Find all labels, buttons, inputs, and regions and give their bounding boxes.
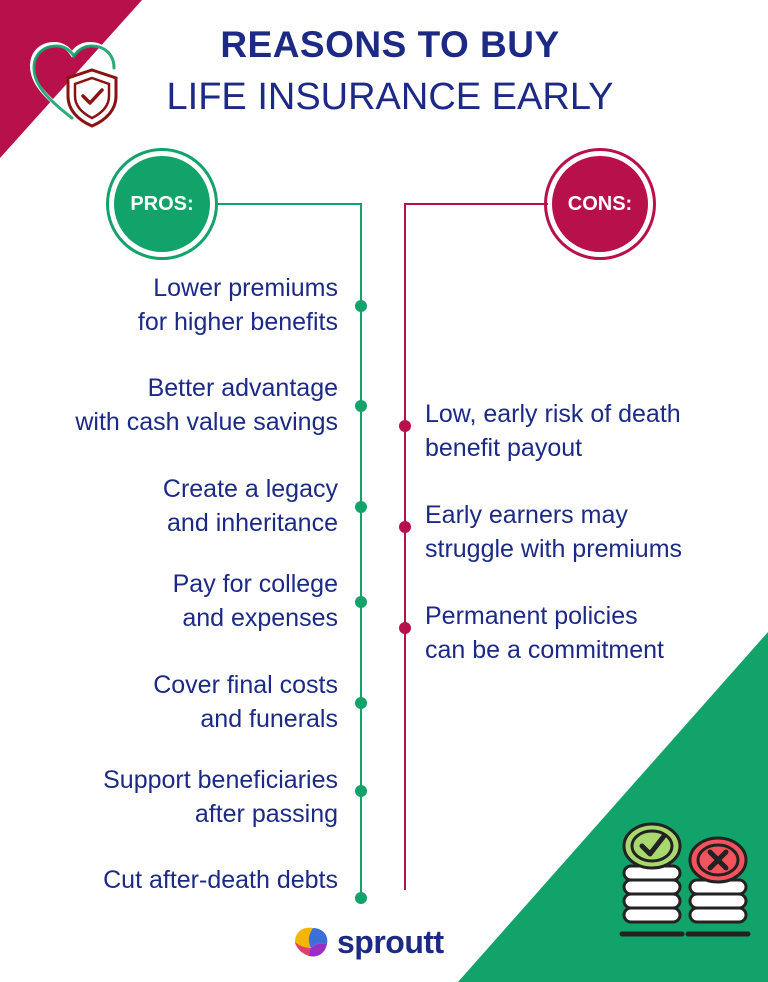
pros-connector-horizontal xyxy=(215,203,362,205)
page-title: REASONS TO BUY xyxy=(220,24,560,65)
pros-item: Lower premiums for higher benefits xyxy=(138,271,338,339)
pros-bullet-dot xyxy=(355,785,367,797)
pros-item: Cover final costs and funerals xyxy=(153,668,338,736)
pros-item-line2: with cash value savings xyxy=(75,408,338,436)
pros-item-line1: Support beneficiaries xyxy=(103,766,338,794)
pros-timeline xyxy=(360,203,362,898)
pros-item: Cut after-death debts xyxy=(103,863,338,897)
pros-item-line1: Lower premiums xyxy=(153,274,338,302)
pros-item-line2: and expenses xyxy=(182,604,338,632)
cons-timeline xyxy=(404,203,406,890)
cons-item: Early earners may struggle with premiums xyxy=(425,498,682,566)
pros-item-line1: Better advantage xyxy=(147,374,338,402)
corner-decoration-bottom-right xyxy=(458,632,768,982)
brand-logo: sproutt xyxy=(291,920,444,964)
page-subtitle: LIFE INSURANCE EARLY xyxy=(166,76,614,118)
cons-badge: CONS: xyxy=(544,148,656,260)
sproutt-leaf-logo-icon xyxy=(295,927,328,957)
pros-bullet-dot xyxy=(355,596,367,608)
cons-connector-horizontal xyxy=(404,203,548,205)
pros-item-line2: and funerals xyxy=(200,705,338,733)
pros-item: Better advantage with cash value savings xyxy=(75,371,338,439)
cons-item-line2: struggle with premiums xyxy=(425,535,683,563)
pros-item-line2: and inheritance xyxy=(167,509,338,537)
cons-item-line1: Permanent policies xyxy=(425,602,638,630)
pros-item-line2: for higher benefits xyxy=(137,308,338,336)
cons-bullet-dot xyxy=(399,420,411,432)
cons-item: Permanent policies can be a commitment xyxy=(425,599,664,667)
cons-bullet-dot xyxy=(399,622,411,634)
pros-bullet-dot xyxy=(355,300,367,312)
pros-item: Support beneficiaries after passing xyxy=(103,763,338,831)
cons-bullet-dot xyxy=(399,521,411,533)
cons-label: CONS: xyxy=(552,156,648,252)
pros-bullet-dot xyxy=(355,501,367,513)
pros-badge: PROS: xyxy=(106,148,218,260)
pros-item-line1: Cover final costs xyxy=(153,671,338,699)
brand-name: sproutt xyxy=(337,923,444,960)
pros-item: Pay for college and expenses xyxy=(173,567,338,635)
pros-label: PROS: xyxy=(114,156,210,252)
pros-item-line1: Pay for college xyxy=(172,570,338,598)
cons-item-line2: can be a commitment xyxy=(425,636,664,664)
cons-item-line1: Low, early risk of death xyxy=(425,400,681,428)
pros-item-line1: Create a legacy xyxy=(162,475,338,503)
cons-item-line1: Early earners may xyxy=(425,501,628,529)
cons-item: Low, early risk of death benefit payout xyxy=(425,397,681,465)
pros-bullet-dot xyxy=(355,400,367,412)
pros-item-line1: Cut after-death debts xyxy=(103,866,338,894)
coin-stacks-check-cross-icon xyxy=(619,822,751,937)
heart-shield-check-icon xyxy=(29,41,118,128)
pros-bullet-dot xyxy=(355,697,367,709)
cons-item-line2: benefit payout xyxy=(425,434,583,462)
pros-item: Create a legacy and inheritance xyxy=(163,472,338,540)
pros-bullet-dot xyxy=(355,892,367,904)
pros-item-line2: after passing xyxy=(194,800,338,828)
